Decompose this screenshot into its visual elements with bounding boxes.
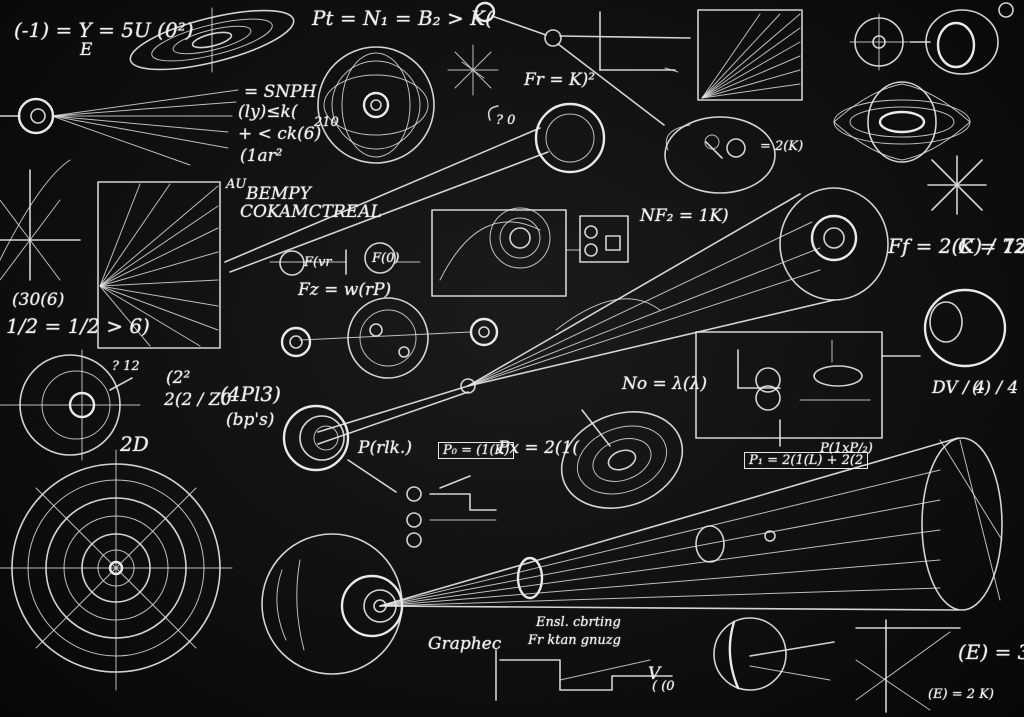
eq-pt: Pt = N₁ = B₂ > K(	[312, 6, 493, 30]
boxed-spiral	[431, 207, 629, 297]
circuit-block	[695, 331, 921, 447]
eq-ff: Ff = 2(K) / 72	[888, 234, 1024, 258]
cone-lower	[379, 437, 1003, 611]
eq-no: No = λ(λ)	[622, 374, 707, 394]
eq-top-left-sub: E	[80, 40, 93, 60]
lens-row	[280, 297, 499, 379]
oval-diagram	[664, 116, 776, 194]
label-paren-0: ( (0	[652, 679, 675, 694]
eq-2-2: (2²	[166, 368, 191, 388]
eq-e3: (E) = 3	[958, 640, 1024, 664]
galaxy-mid	[560, 409, 684, 509]
sphere-mid-top	[224, 102, 606, 273]
label-210: 210	[314, 115, 339, 130]
eq-snph: = SNPH	[244, 82, 317, 102]
eq-2k: = 2(K)	[760, 139, 804, 154]
starburst	[447, 44, 499, 96]
speckled-sphere	[923, 288, 1007, 368]
label-graphec: Graphec	[428, 634, 502, 654]
label-kockamctreal: COKAMCTREAL	[240, 202, 382, 222]
eq-q0: ? 0	[496, 113, 516, 128]
label-bempy: BEMPY	[246, 184, 311, 204]
top-left-orb-rays	[0, 89, 239, 166]
eq-px: Px = 2(1(	[498, 438, 579, 458]
ringed-shape-right	[833, 81, 971, 163]
eq-top-left: (-1) = Y = 5U (0²)	[14, 18, 194, 42]
label-2d: 2D	[120, 432, 149, 456]
eq-p1xp: P(1xP/₂)	[820, 441, 873, 456]
sphere-mid-left	[282, 404, 397, 493]
eq-f0: F(0)	[372, 251, 400, 266]
galaxy-top	[129, 7, 295, 73]
axes-left	[0, 159, 81, 281]
eq-ck6: + < ck(6)	[238, 124, 322, 144]
eq-lyk: (ly)≤k(	[238, 102, 298, 122]
label-fr-ktan: Fr ktan gnuzg	[528, 633, 621, 648]
eq-fr: Fr = K)²	[524, 70, 596, 90]
eq-nf2: NF₂ = 1K)	[640, 206, 729, 226]
eq-p0-box: P₀ = (1(K)	[438, 442, 515, 459]
eq-e2k: (E) = 2 K)	[928, 687, 994, 702]
eq-bps: (bp's)	[226, 410, 275, 430]
fan-plot-top	[697, 9, 803, 101]
label-ensl: Ensl. cbrting	[536, 615, 621, 630]
eq-306: (30(6)	[12, 290, 65, 310]
eq-fvr: F(vr	[304, 255, 332, 270]
crosshair-top-right	[849, 2, 1014, 75]
step-plot	[495, 649, 673, 701]
fan-plot-left	[97, 181, 221, 349]
eq-dv: DV / 4	[932, 378, 985, 398]
orbit-rings-top	[317, 46, 435, 164]
orbit-target-left	[0, 349, 141, 461]
eq-prlk: P(rlk.)	[358, 438, 412, 458]
mini-circuits	[269, 242, 421, 276]
sphere-half-bottom	[713, 617, 835, 691]
eq-paren: (-) / 4	[972, 378, 1019, 398]
axes-bottom-right	[855, 619, 961, 713]
sphere-bottom	[261, 533, 404, 675]
cone-upper	[317, 187, 889, 445]
star-cross	[927, 155, 987, 215]
eq-q12: ? 12	[112, 359, 140, 374]
eq-2-z0: 2(2 / Z0	[164, 390, 232, 410]
eq-p1-box: P₁ = 2(1(L) + 2(2	[744, 452, 869, 469]
eq-4pl3: (4Pl3)	[220, 382, 281, 406]
eq-fz: Fz = w(rP)	[298, 280, 392, 300]
target-bottom-left	[0, 449, 233, 691]
eq-1ar: (1ar²	[240, 146, 283, 166]
label-au: AU	[226, 177, 247, 192]
eq-half: 1/2 = 1/2 > 6)	[6, 314, 150, 338]
node-graph	[474, 1, 691, 126]
circuit-small-mid	[406, 475, 497, 548]
eq-c: C = 1z2 / 3(r	[958, 234, 1024, 258]
label-v: V	[648, 664, 661, 684]
